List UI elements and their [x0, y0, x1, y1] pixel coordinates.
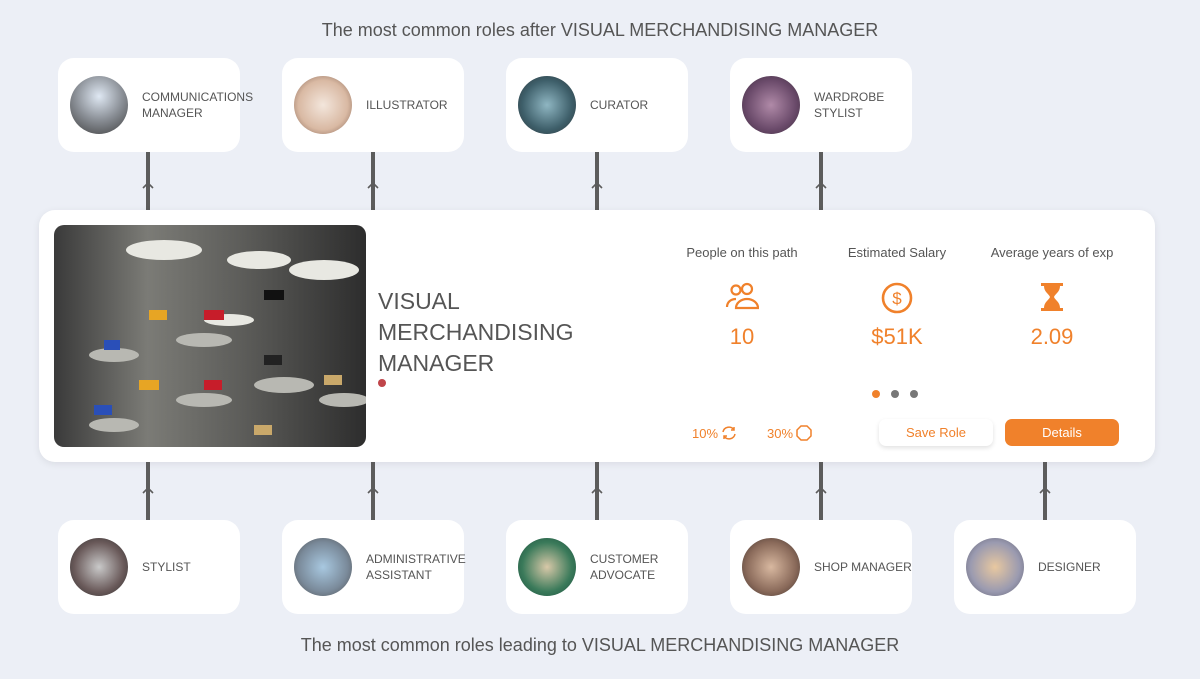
- connector-line: [146, 152, 150, 210]
- arrow-up-icon: [367, 486, 379, 494]
- role-label: ILLUSTRATOR: [366, 98, 448, 112]
- connector-line: [1043, 462, 1047, 520]
- arrow-up-icon: [1039, 486, 1051, 494]
- pct-value: 10%: [692, 425, 719, 441]
- connector-line: [595, 462, 599, 520]
- role-label: SHOP MANAGER: [814, 560, 912, 574]
- previous-role-card[interactable]: STYLIST: [58, 520, 240, 614]
- role-avatar: [742, 538, 800, 596]
- next-role-card[interactable]: ILLUSTRATOR: [282, 58, 464, 152]
- status-dot: [378, 379, 386, 387]
- connector-line: [819, 152, 823, 210]
- role-avatar: [70, 76, 128, 134]
- next-role-card[interactable]: CURATOR: [506, 58, 688, 152]
- role-avatar: [966, 538, 1024, 596]
- role-label: CURATOR: [590, 98, 649, 112]
- stat-salary: Estimated Salary $ $51K: [822, 245, 972, 350]
- arrow-up-icon: [815, 181, 827, 189]
- role-avatar: [70, 538, 128, 596]
- previous-role-card[interactable]: SHOP MANAGER: [730, 520, 912, 614]
- role-label: DESIGNER: [1038, 560, 1101, 574]
- dollar-icon: $: [822, 282, 972, 316]
- previous-role-card[interactable]: ADMINISTRATIVE ASSISTANT: [282, 520, 466, 614]
- arrow-up-icon: [591, 181, 603, 189]
- connector-line: [371, 152, 375, 210]
- arrow-up-icon: [142, 486, 154, 494]
- stat-value: $51K: [871, 324, 923, 349]
- connector-line: [819, 462, 823, 520]
- carousel-dot[interactable]: [891, 390, 899, 398]
- next-role-card[interactable]: COMMUNICATIONS MANAGER: [58, 58, 253, 152]
- connector-line: [595, 152, 599, 210]
- stat-value: 2.09: [1030, 324, 1074, 349]
- role-avatar: [518, 538, 576, 596]
- next-roles-heading: The most common roles after VISUAL MERCH…: [321, 20, 879, 40]
- stat-label: Estimated Salary: [847, 245, 947, 260]
- arrow-up-icon: [815, 486, 827, 494]
- stability-indicator: 30%: [767, 425, 812, 441]
- stat-label: People on this path: [686, 245, 798, 260]
- carousel-dot[interactable]: [910, 390, 918, 398]
- role-avatar: [742, 76, 800, 134]
- previous-role-card[interactable]: DESIGNER: [954, 520, 1136, 614]
- role-label: WARDROBE STYLIST: [814, 90, 885, 120]
- next-role-card[interactable]: WARDROBE STYLIST: [730, 58, 912, 152]
- connector-line: [371, 462, 375, 520]
- role-avatar: [294, 76, 352, 134]
- current-role-card: VISUAL MERCHANDISING MANAGER People on t…: [39, 210, 1155, 462]
- svg-text:$: $: [892, 289, 902, 308]
- carousel-dot-active[interactable]: [872, 390, 880, 398]
- pct-value: 30%: [767, 425, 794, 441]
- people-icon: [667, 282, 817, 316]
- stat-people: People on this path 10: [667, 245, 817, 350]
- role-label: COMMUNICATIONS MANAGER: [142, 90, 254, 120]
- stat-label: Average years of exp: [990, 245, 1114, 260]
- role-label: ADMINISTRATIVE ASSISTANT: [366, 552, 466, 582]
- previous-roles-heading: The most common roles leading to VISUAL …: [300, 635, 900, 655]
- stat-value: 10: [729, 324, 755, 349]
- hourglass-icon: [977, 282, 1127, 316]
- arrow-up-icon: [591, 486, 603, 494]
- role-avatar: [294, 538, 352, 596]
- refresh-icon: [722, 426, 736, 440]
- connector-line: [146, 462, 150, 520]
- role-photo: [54, 225, 366, 447]
- growth-indicator: 10%: [692, 425, 737, 441]
- save-role-button[interactable]: Save Role: [879, 419, 993, 446]
- previous-role-card[interactable]: CUSTOMER ADVOCATE: [506, 520, 688, 614]
- role-title: VISUAL MERCHANDISING MANAGER: [378, 288, 574, 376]
- role-label: CUSTOMER ADVOCATE: [590, 552, 659, 582]
- arrow-up-icon: [367, 181, 379, 189]
- stat-experience: Average years of exp 2.09: [977, 245, 1127, 350]
- role-avatar: [518, 76, 576, 134]
- role-label: STYLIST: [142, 560, 191, 574]
- arrow-up-icon: [142, 181, 154, 189]
- details-button[interactable]: Details: [1005, 419, 1119, 446]
- octagon-icon: [796, 425, 812, 441]
